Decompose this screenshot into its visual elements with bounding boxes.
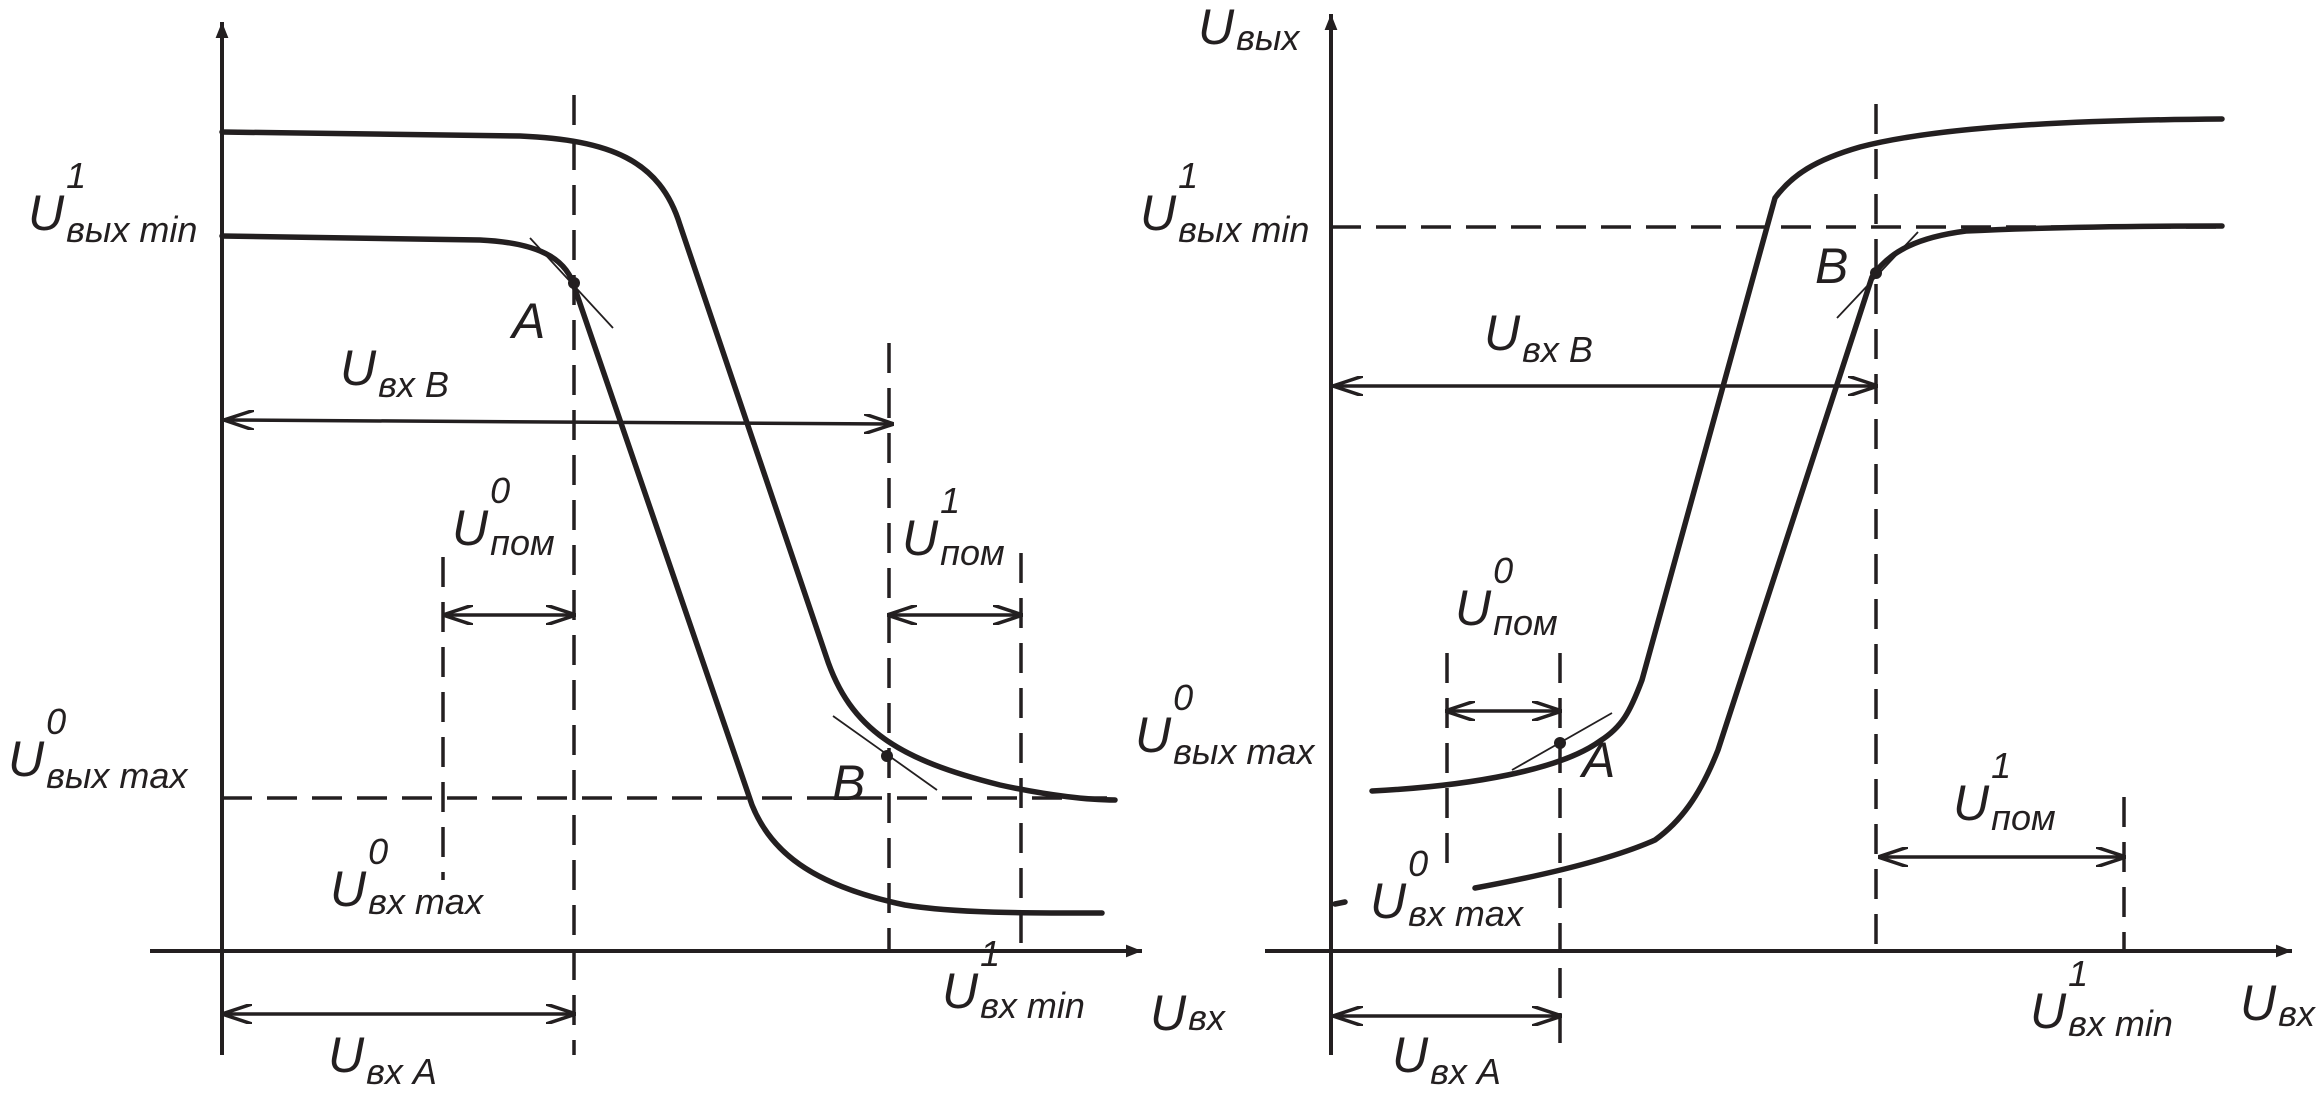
right-label-axis-x: Uвх [2240, 975, 2317, 1034]
right-label-u-in-B: Uвх B [1484, 305, 1593, 370]
right-label-axis-y: Uвых [1198, 0, 1301, 58]
left-label-axis-x: Uвх [1150, 985, 1227, 1041]
right-label-u-in-A: Uвх A [1392, 1027, 1501, 1092]
right-point-B-label: B [1815, 238, 1848, 294]
right-lower-curve [1332, 223, 2225, 907]
left-label-u-in-A: Uвх A [328, 1027, 437, 1092]
left-lower-curve [219, 233, 1105, 916]
right-point-B-dot [1870, 267, 1882, 279]
left-point-A-label: A [509, 293, 545, 349]
left-label-u-in-B: Uвх B [340, 340, 449, 405]
left-upper-curve [219, 129, 1118, 803]
right-upper-curve [1369, 116, 2225, 794]
left-point-B-label: B [832, 755, 865, 811]
right-point-A-label: A [1579, 732, 1615, 788]
left-point-B-dot [881, 750, 893, 762]
left-dim-u-in-B [224, 420, 894, 424]
